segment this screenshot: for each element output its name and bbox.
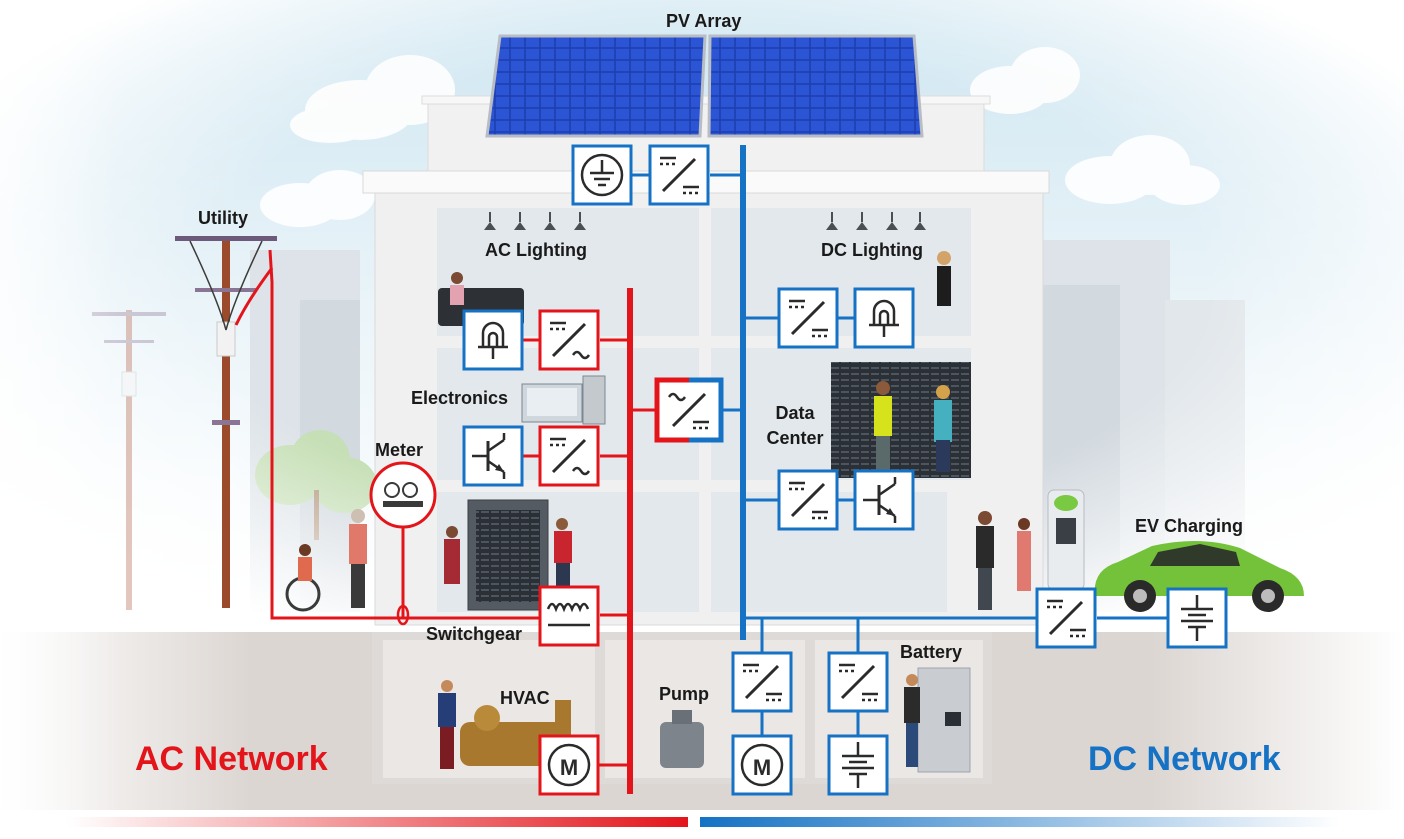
hvac-motor-letter: M <box>560 755 578 780</box>
dc-lighting-label: DC Lighting <box>821 240 923 260</box>
hvac-motor-icon: M <box>538 734 600 796</box>
dc-lighting-converter-icon <box>777 287 839 349</box>
meter-label: Meter <box>375 440 424 460</box>
ev-charging-label: EV Charging <box>1135 516 1244 536</box>
ev-battery-icon <box>1166 587 1228 649</box>
electronics-label: Electronics <box>411 388 509 408</box>
dc-bus <box>740 145 746 640</box>
data-center-label: Data Center <box>766 403 824 448</box>
battery-converter-icon <box>827 651 889 713</box>
ac-lighting-inverter-icon <box>538 309 600 371</box>
ac-network-bar <box>66 817 688 827</box>
ac-lamp-icon <box>462 309 524 371</box>
battery-label: Battery <box>900 642 963 662</box>
switchgear-icon <box>538 585 600 647</box>
pv-dcdc-converter-icon <box>648 144 710 206</box>
electronics-transistor-icon <box>462 425 524 487</box>
pump-motor-letter: M <box>753 755 771 780</box>
ceiling-lamps <box>484 212 926 230</box>
central-acdc-converter-icon <box>654 377 724 443</box>
dc-lamp-icon <box>853 287 915 349</box>
ac-network-label: AC Network <box>135 740 328 778</box>
pump-motor-icon: M <box>731 734 793 796</box>
people-illustrations <box>285 251 1304 773</box>
pump-converter-icon <box>731 651 793 713</box>
dc-wiring <box>632 173 1168 735</box>
electronics-inverter-icon <box>538 425 600 487</box>
switchgear-label: Switchgear <box>426 624 523 644</box>
dc-network-label: DC Network <box>1088 740 1281 778</box>
icon-boxes: M M <box>462 144 1228 796</box>
hvac-label: HVAC <box>500 688 550 708</box>
dc-network-bar <box>700 817 1340 827</box>
utility-label: Utility <box>198 208 249 228</box>
data-center-transistor-icon <box>853 469 915 531</box>
ac-bus <box>627 288 633 794</box>
ground-icon <box>571 144 633 206</box>
utility-pole <box>175 236 277 608</box>
ac-lighting-label: AC Lighting <box>485 240 587 260</box>
battery-icon <box>827 734 889 796</box>
meter-icon <box>369 461 437 529</box>
ev-charger-converter-icon <box>1035 587 1097 649</box>
pump-label: Pump <box>659 684 710 704</box>
utility-pole-far <box>92 310 166 610</box>
pv-array-panels <box>485 34 924 138</box>
data-center-converter-icon <box>777 469 839 531</box>
pv-array-label: PV Array <box>666 11 742 31</box>
